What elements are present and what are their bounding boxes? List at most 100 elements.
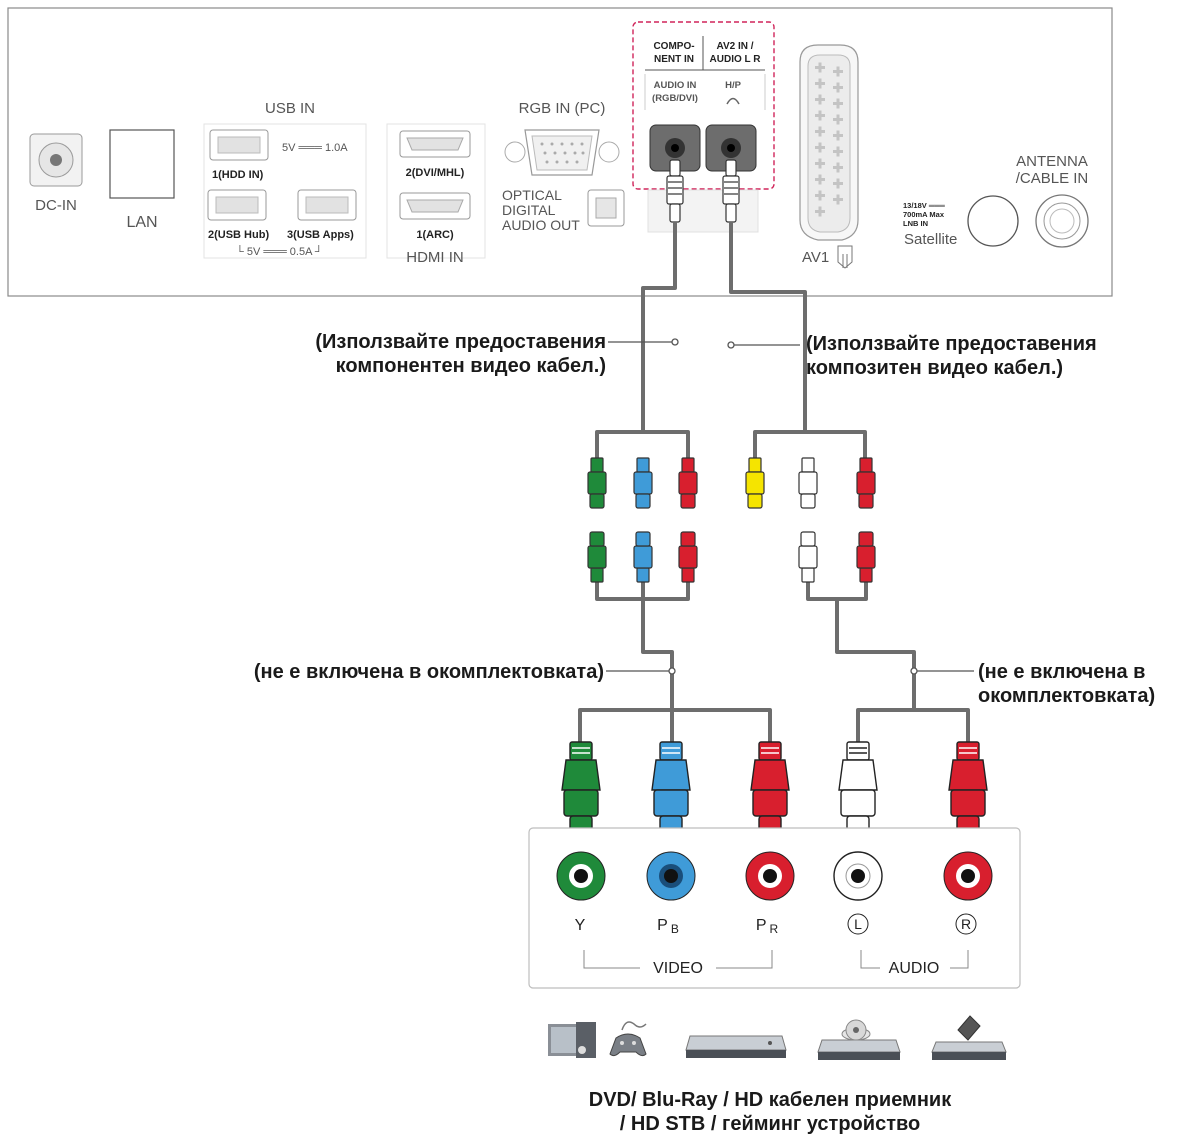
component-cable-caption: (Използвайте предоставения компонентен в…	[230, 330, 606, 378]
hp-label: H/P	[725, 80, 742, 91]
label-r: R	[961, 916, 971, 932]
scart-av1-port	[799, 44, 859, 241]
not-included-caption-left: (не е включена в окомплектовката)	[253, 661, 604, 683]
label-l: L	[854, 916, 862, 932]
audio-group-label: AUDIO	[889, 960, 940, 977]
av2-panel-plug	[722, 159, 740, 223]
scart-icon	[837, 245, 853, 269]
dvd-player-icon	[817, 1019, 901, 1060]
component-panel-plug	[666, 159, 684, 223]
component-in-label-2: NENT IN	[654, 54, 694, 65]
plug-upper-red-2	[856, 457, 876, 509]
devices-caption-line-1: DVD/ Blu-Ray / HD кабелен приемник	[588, 1089, 952, 1111]
set-top-box-icon	[931, 1015, 1007, 1060]
lan-port	[109, 129, 175, 199]
blu-ray-player-icon	[685, 1035, 787, 1058]
optical-label-1: OPTICAL	[502, 187, 562, 203]
av1-label: AV1	[802, 249, 829, 266]
jack-pb	[646, 851, 696, 901]
plug-upper-red	[678, 457, 698, 509]
component-cable-caption-line-2: компонентен видео кабел.)	[335, 355, 606, 377]
plug-upper-yellow	[745, 457, 765, 509]
hdmi-group-frame	[386, 123, 486, 259]
usb-power-1: 5V ═══ 1.0A	[282, 142, 348, 154]
hdmi-1-label: 1(ARC)	[416, 229, 454, 241]
plug-upper-green	[587, 457, 607, 509]
hdmi-port-2	[399, 130, 471, 158]
devices-caption: DVD/ Blu-Ray / HD кабелен приемник / HD …	[520, 1088, 1020, 1136]
rgb-in-label: RGB IN (PC)	[519, 100, 606, 117]
jack-pr	[745, 851, 795, 901]
component-jack	[649, 124, 701, 172]
hdmi-2-label: 2(DVI/MHL)	[406, 167, 465, 179]
usb-2-label: 2(USB Hub)	[208, 229, 269, 241]
devices-caption-line-2: / HD STB / гейминг устройство	[619, 1113, 921, 1135]
jack-y	[556, 851, 606, 901]
plug-lower-blue	[633, 531, 653, 583]
antenna-port	[1035, 194, 1089, 248]
lnb-label-3: LNB IN	[903, 219, 928, 228]
plug-lower-green	[587, 531, 607, 583]
usb-port-2	[207, 189, 267, 221]
device-plugs	[561, 741, 988, 841]
hdmi-in-label: HDMI IN	[406, 249, 464, 266]
lnb-label-2: 700mA Max	[903, 210, 945, 219]
usb-power-2: └ 5V ═══ 0.5A ┘	[236, 244, 323, 258]
antenna-label-1: ANTENNA	[1016, 153, 1088, 170]
plug-upper-white	[798, 457, 818, 509]
upper-plugs	[587, 457, 876, 583]
cable-lines	[578, 222, 970, 742]
plug-lower-white	[798, 531, 818, 583]
video-group-label: VIDEO	[653, 960, 703, 977]
not-included-caption-right-line-2: окомплектовката)	[978, 685, 1156, 707]
usb-port-1	[209, 129, 269, 161]
usb-group-frame	[203, 123, 367, 259]
not-included-caption-right-line-1: (не е включена в	[978, 661, 1146, 683]
not-included-caption-right: (не е включена в окомплектовката)	[978, 660, 1194, 708]
plug-big-green	[561, 741, 601, 841]
hdmi-port-1	[399, 192, 471, 220]
plug-big-red	[750, 741, 790, 841]
optical-label-2: DIGITAL	[502, 202, 556, 218]
av2-jack	[705, 124, 757, 172]
optical-port	[587, 189, 625, 227]
av2-in-label-1: AV2 IN /	[716, 41, 753, 52]
plug-big-white	[838, 741, 878, 841]
plug-lower-red	[678, 531, 698, 583]
component-in-label-1: COMPO-	[653, 41, 694, 52]
game-controller-icon	[609, 1021, 647, 1057]
satellite-port	[967, 195, 1019, 247]
computer-icon	[548, 1022, 596, 1058]
audio-in-label-1: AUDIO IN	[654, 80, 697, 91]
headphone-icon	[726, 97, 740, 105]
composite-cable-caption-line-1: (Използвайте предоставения	[806, 333, 1097, 355]
label-y: Y	[575, 917, 586, 934]
plug-lower-red-2	[856, 531, 876, 583]
lnb-label-1: 13/18V ═══	[903, 201, 945, 210]
jack-audio-r	[943, 851, 993, 901]
usb-in-label: USB IN	[265, 100, 315, 117]
satellite-label: Satellite	[904, 231, 957, 248]
dc-in-label: DC-IN	[35, 197, 77, 214]
jack-audio-l	[833, 851, 883, 901]
av2-in-label-2: AUDIO L R	[710, 54, 762, 65]
audio-in-label-2: (RGB/DVI)	[652, 93, 698, 104]
usb-port-3	[297, 189, 357, 221]
caption-leaders	[606, 338, 974, 675]
tv-back-panel: DC-IN LAN USB IN 5V ═══ 1.0A 1(HDD IN) 2…	[7, 7, 1113, 297]
composite-cable-caption-line-2: композитен видео кабел.)	[806, 357, 1064, 379]
dc-in-port	[29, 133, 83, 187]
component-av2-highlight	[632, 21, 775, 190]
usb-3-label: 3(USB Apps)	[287, 229, 354, 241]
plug-big-red-2	[948, 741, 988, 841]
plug-upper-blue	[633, 457, 653, 509]
usb-1-label: 1(HDD IN)	[212, 169, 264, 181]
plug-big-blue	[651, 741, 691, 841]
rgb-port	[504, 129, 620, 176]
optical-label-3: AUDIO OUT	[502, 217, 580, 233]
composite-cable-caption: (Използвайте предоставения композитен ви…	[806, 332, 1186, 380]
